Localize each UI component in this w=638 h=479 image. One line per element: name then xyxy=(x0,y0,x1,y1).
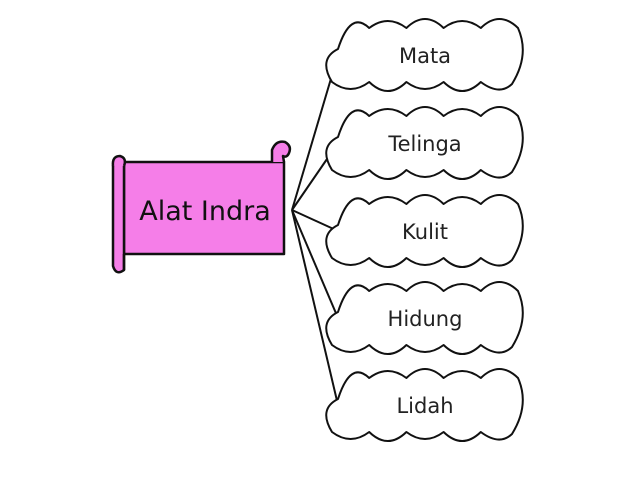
scroll-top-curl xyxy=(270,140,292,163)
cloud-shape xyxy=(325,281,524,355)
branch-label: Kulit xyxy=(402,220,448,244)
scroll-left-roll xyxy=(111,160,126,274)
branch-node-kulit: Kulit xyxy=(325,194,524,268)
scroll-left-curl xyxy=(111,154,127,167)
cloud-shape xyxy=(325,106,524,180)
branch-node-lidah: Lidah xyxy=(325,368,524,442)
root-scroll-node: Alat Indra xyxy=(111,140,292,274)
branch-label: Mata xyxy=(399,44,451,68)
connector-lidah xyxy=(291,209,339,406)
connector-kulit xyxy=(291,209,339,232)
branch-label: Telinga xyxy=(387,132,461,156)
cloud-shape xyxy=(325,194,524,268)
branch-node-mata: Mata xyxy=(325,18,524,92)
connector-hidung xyxy=(291,209,339,319)
branch-node-telinga: Telinga xyxy=(325,106,524,180)
cloud-shape xyxy=(325,18,524,92)
branch-label: Lidah xyxy=(396,394,453,418)
branch-label: Hidung xyxy=(388,307,463,331)
branch-node-hidung: Hidung xyxy=(325,281,524,355)
root-label: Alat Indra xyxy=(139,196,271,227)
cloud-shape xyxy=(325,368,524,442)
